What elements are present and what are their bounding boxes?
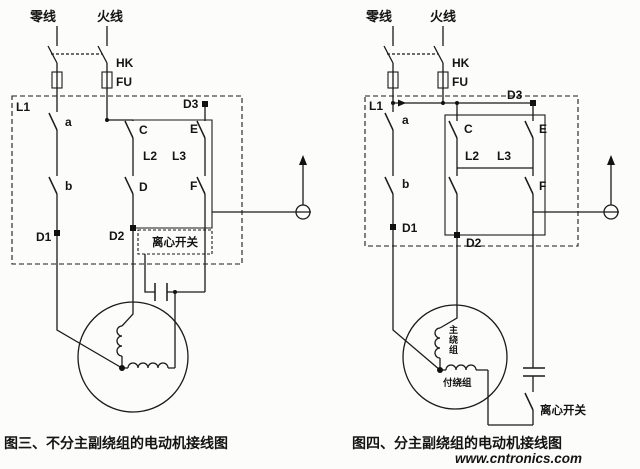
right-test-pencil-icon (533, 155, 619, 220)
centrifugal-switch-blade (524, 392, 534, 411)
terminal-l1-label: L1 (16, 100, 30, 114)
supply-wires (383, 26, 444, 103)
terminal-d1-square (390, 224, 396, 230)
contact-blades (384, 112, 394, 195)
knife-switch-label: HK (116, 56, 134, 70)
left-inner-contact-box: C D E F L2 L3 D3 D2 (109, 97, 213, 327)
capacitor-plates (154, 283, 168, 301)
terminal-d2-square (454, 232, 460, 238)
terminal-d1-label: D1 (36, 230, 52, 244)
terminal-d2-label: D2 (109, 229, 125, 243)
column-wire (392, 96, 441, 371)
right-diagram: 零线 火线 HK FU D3 L1 a b D1 (352, 9, 619, 451)
left-capacitor (144, 254, 205, 301)
motor-circle (402, 304, 508, 410)
left-diagram: 零线 火线 HK FU L1 a b D1 (4, 9, 311, 451)
terminal-l1-label: L1 (369, 99, 383, 113)
fuse-label: FU (116, 75, 132, 89)
terminal-d2-label: D2 (466, 236, 482, 250)
centrifugal-switch-label: 离心开关 (152, 235, 198, 249)
arrow-tip-icon (299, 155, 307, 165)
neutral-wire-label: 零线 (365, 9, 392, 24)
connection-arrow-icon (398, 99, 406, 107)
fuse-symbol (51, 71, 63, 89)
terminal-d3-square (202, 101, 208, 107)
left-supply: 零线 火线 HK FU (29, 9, 134, 122)
contact-blades (124, 120, 206, 195)
watermark-text: www.cntronics.com (455, 451, 582, 466)
contact-e-label: E (539, 122, 547, 136)
left-centrifugal-switch: 离心开关 (137, 229, 213, 255)
right-supply: 零线 火线 HK FU (365, 9, 470, 103)
terminal-d3-label: D3 (183, 97, 199, 111)
supply-wires (47, 26, 133, 121)
indicator-bulb (295, 204, 311, 220)
aux-winding-label: 付绕组 (443, 377, 472, 389)
right-capacitor-switch: 离心开关 (523, 367, 586, 425)
test-pencil-wire (533, 164, 619, 213)
left-terminal-box (11, 95, 243, 265)
test-pencil-wire (212, 164, 311, 213)
fuse-symbol (437, 71, 449, 89)
centrifugal-switch-box (137, 229, 213, 255)
winding-junction-dot (437, 367, 443, 373)
indicator-bulb (603, 204, 619, 220)
figure3-caption: 图三、不分主副绕组的电动机接线图 (4, 435, 228, 451)
terminal-l3-label: L3 (497, 149, 511, 163)
left-test-pencil-icon (212, 155, 311, 220)
contact-e-label: E (190, 122, 198, 136)
contact-blades (48, 112, 58, 195)
right-top-strap: D3 (391, 88, 536, 107)
fuse-symbol (387, 71, 399, 89)
arrow-tip-icon (607, 155, 615, 165)
junction-dot (455, 101, 459, 105)
terminal-l3-label: L3 (172, 149, 186, 163)
live-wire-label: 火线 (430, 9, 456, 24)
contact-c-label: C (139, 123, 148, 137)
main-winding-label: 主绕组 (448, 325, 458, 355)
junction-dot (105, 118, 109, 122)
right-column-wires: L1 a b D1 (369, 96, 441, 371)
contact-f-label: F (539, 179, 546, 193)
terminal-l2-label: L2 (465, 149, 479, 163)
neutral-wire-label: 零线 (29, 9, 56, 24)
left-column-wires: L1 a b D1 (16, 96, 123, 369)
terminal-d3-label: D3 (507, 88, 523, 102)
contact-a-label: a (65, 115, 72, 129)
contact-a-label: a (402, 113, 409, 127)
capacitor-plates (523, 367, 545, 377)
contact-f-label: F (190, 179, 197, 193)
fuse-label: FU (452, 75, 468, 89)
contact-b-label: b (402, 177, 409, 191)
contact-d-label: D (139, 180, 148, 194)
right-terminal-box (364, 95, 579, 247)
figure4-caption: 图四、分主副绕组的电动机接线图 (352, 435, 562, 451)
live-wire-label: 火线 (97, 9, 123, 24)
right-inner-contact-box: C E F L2 L3 D2 (439, 101, 547, 368)
inner-box-outline (133, 119, 213, 229)
knife-switch-label: HK (452, 56, 470, 70)
inner-box-outline (444, 114, 546, 236)
capacitor-leads (144, 254, 205, 293)
contact-c-label: C (464, 122, 473, 136)
right-motor: 付绕组 (402, 304, 533, 426)
terminal-d1-label: D1 (402, 221, 418, 235)
terminal-d1-square (54, 230, 60, 236)
centrifugal-switch-label: 离心开关 (540, 403, 586, 417)
left-motor (77, 292, 189, 413)
cd-wire (121, 120, 134, 327)
terminal-l2-label: L2 (143, 149, 157, 163)
terminal-d2-square (130, 225, 136, 231)
fuse-symbol (101, 71, 113, 89)
c-wire (439, 103, 458, 329)
winding-junction-dot (119, 365, 125, 371)
column-wire (56, 96, 123, 369)
motor-circle (77, 301, 189, 413)
junction-dot (441, 101, 445, 105)
contact-blades (448, 120, 534, 195)
contact-b-label: b (65, 179, 72, 193)
